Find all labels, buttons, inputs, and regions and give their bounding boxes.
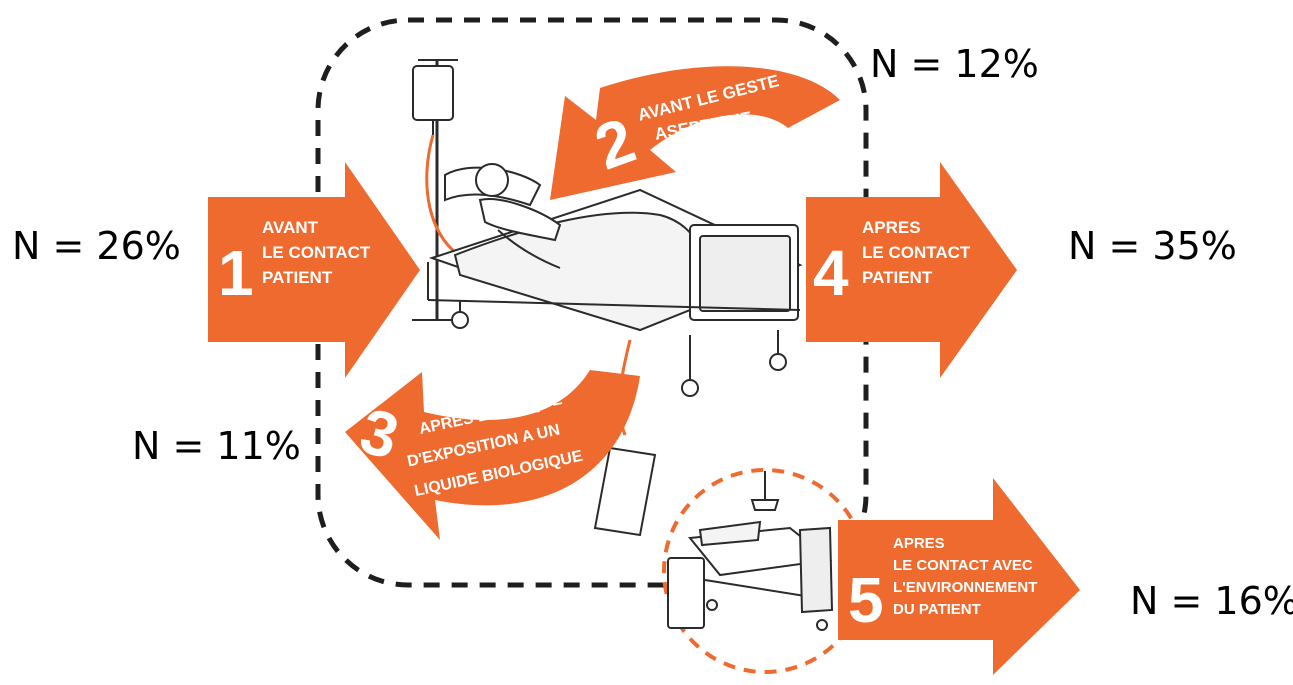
moment-4-number: 4 bbox=[813, 237, 849, 309]
moment-1-line-3: PATIENT bbox=[262, 268, 333, 287]
iv-bag-icon bbox=[413, 66, 453, 120]
moment-5-arrow: 5 APRES LE CONTACT AVEC L'ENVIRONNEMENT … bbox=[838, 478, 1080, 675]
moment-1-line-2: LE CONTACT bbox=[262, 243, 371, 262]
moment-4-line-2: LE CONTACT bbox=[862, 243, 971, 262]
moment-5-line-3: L'ENVIRONNEMENT bbox=[893, 579, 1037, 596]
moment-1-line-1: AVANT bbox=[262, 218, 319, 237]
moment-5-line-4: DU PATIENT bbox=[893, 601, 981, 618]
moment-4-stat: N = 35% bbox=[1068, 224, 1237, 268]
moment-1-stat: N = 26% bbox=[12, 224, 181, 268]
moment-5-line-1: APRES bbox=[893, 535, 945, 552]
moment-4-arrow: 4 APRES LE CONTACT PATIENT bbox=[806, 162, 1017, 378]
moment-1-arrow: 1 AVANT LE CONTACT PATIENT bbox=[208, 162, 420, 378]
moment-3-arrow: 3 APRES LE RISQUE D'EXPOSITION A UN LIQU… bbox=[345, 370, 640, 540]
moment-2-stat: N = 12% bbox=[870, 42, 1039, 86]
moment-5-number: 5 bbox=[848, 564, 884, 636]
moment-4-line-1: APRES bbox=[862, 218, 921, 237]
bedside-cabinet-icon bbox=[668, 558, 704, 628]
moment-2-arrow: 2 AVANT LE GESTE ASEPTIQUE bbox=[550, 66, 840, 200]
moment-4-line-3: PATIENT bbox=[862, 268, 933, 287]
moment-1-number: 1 bbox=[218, 237, 254, 309]
moment-3-stat: N = 11% bbox=[132, 424, 301, 468]
moment-5-line-2: LE CONTACT AVEC bbox=[893, 557, 1033, 574]
moment-5-stat: N = 16% bbox=[1130, 579, 1293, 623]
